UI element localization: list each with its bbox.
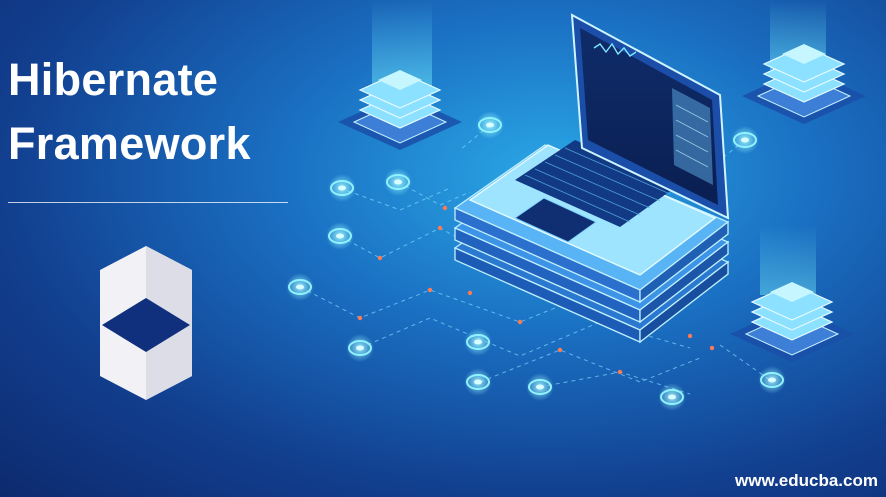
title-divider [8, 202, 288, 203]
page-title: Hibernate Framework [8, 48, 251, 176]
title-line-framework: Framework [8, 118, 251, 169]
site-watermark: www.educba.com [735, 471, 878, 490]
title-line-hibernate: Hibernate [8, 54, 219, 105]
hibernate-logo-icon [100, 246, 192, 400]
